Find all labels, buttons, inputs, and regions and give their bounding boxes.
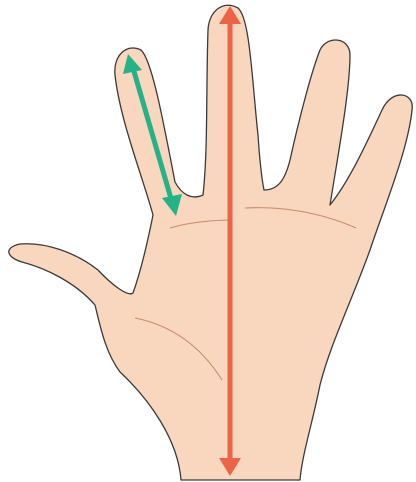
hand-outline (9, 5, 412, 480)
